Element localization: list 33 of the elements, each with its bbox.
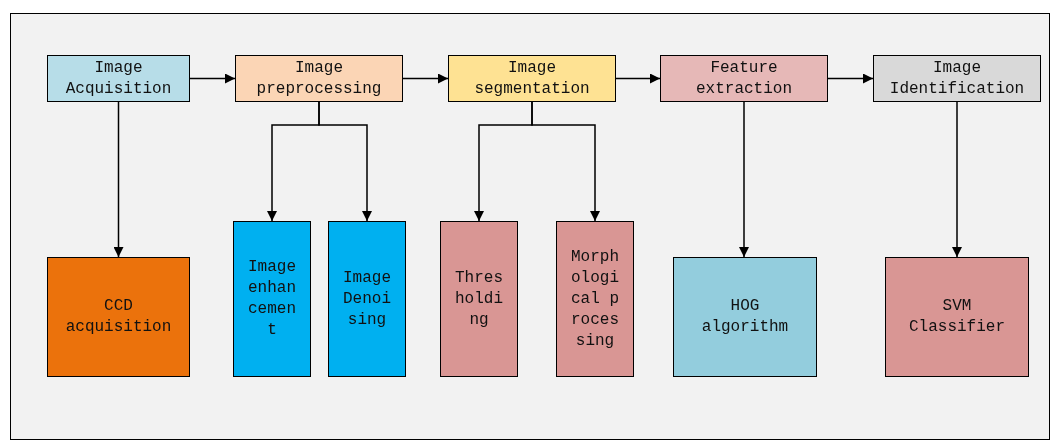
arrow [402,73,449,84]
method-box [440,221,518,377]
box-label: Feature extraction [695,57,793,100]
box-label: Image enhancement [248,257,296,341]
process-box [660,55,828,102]
method-box [328,221,406,377]
box-label: Image Denoising [343,267,391,331]
arrow [615,73,661,84]
arrow [189,73,236,84]
process-box [873,55,1041,102]
arrow [113,101,124,258]
box-label: Image Acquisition [64,57,173,100]
process-box [235,55,403,102]
arrow [827,73,874,84]
box-label: Thresholding [455,267,503,331]
process-box [448,55,616,102]
method-box [556,221,634,377]
box-label: CCD acquisition [65,296,172,338]
arrow [739,101,749,258]
arrow [318,101,372,222]
box-label: HOG algorithm [700,296,790,338]
process-box [47,55,190,102]
method-box [233,221,311,377]
box-label: Image preprocessing [255,57,383,100]
method-box [47,257,190,377]
arrow [952,101,962,258]
box-label: SVM Classifier [908,296,1006,338]
method-box [885,257,1029,377]
box-label: Morphological processing [571,246,619,352]
arrow [531,101,600,222]
box-label: Image Identification [888,57,1026,100]
method-box [673,257,817,377]
box-label: Image segmentation [473,57,591,100]
